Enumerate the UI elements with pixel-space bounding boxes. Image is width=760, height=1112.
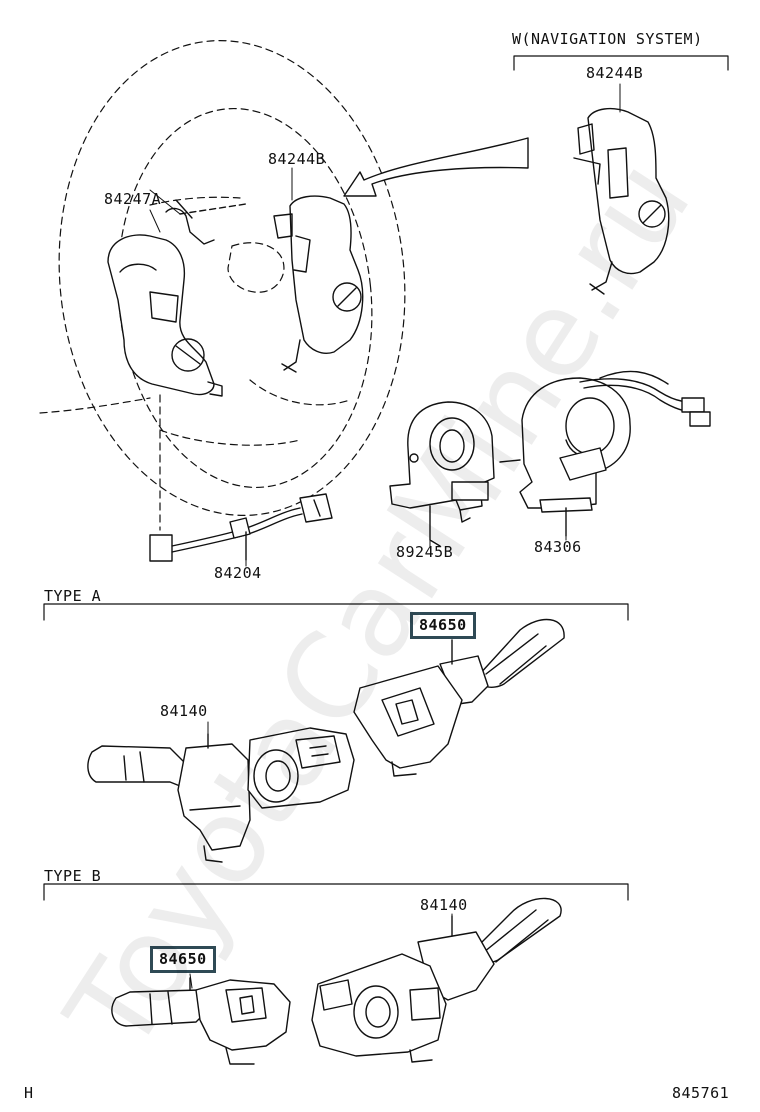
part-label-84204: 84204 — [214, 564, 262, 582]
type-b-84140-switch — [311, 897, 562, 1063]
leader-lines — [149, 83, 621, 989]
part-label-84244b: 84244B — [268, 150, 326, 168]
type-b-84650-switch — [111, 977, 291, 1065]
wire-harness — [149, 493, 333, 562]
type-a-84140-label: 84140 — [160, 702, 208, 720]
type-b-label: TYPE B — [44, 867, 102, 885]
part-label-89245b: 89245B — [396, 543, 454, 561]
type-b-84140-label: 84140 — [420, 896, 468, 914]
nav-steering-switch — [513, 55, 729, 295]
type-a-84650-switch — [353, 618, 565, 777]
part-label-84306: 84306 — [534, 538, 582, 556]
navigation-variant-label: W(NAVIGATION SYSTEM) — [512, 30, 703, 48]
type-a-bracket — [43, 603, 629, 621]
clock-spring — [389, 401, 495, 547]
callout-arrow — [343, 137, 529, 197]
type-a-84140-switch — [87, 727, 355, 863]
right-steering-switch — [273, 195, 364, 373]
type-a-84650-highlight-label[interactable]: 84650 — [410, 612, 476, 639]
diagram-number: 845761 — [672, 1084, 730, 1102]
part-label-84244b-nav: 84244B — [586, 64, 644, 82]
footer-mark: H — [24, 1084, 34, 1102]
part-label-84247a: 84247A — [104, 190, 162, 208]
type-b-84650-highlight-label[interactable]: 84650 — [150, 946, 216, 973]
type-b-bracket — [43, 883, 629, 901]
type-a-label: TYPE A — [44, 587, 102, 605]
spiral-cable — [499, 370, 711, 537]
left-steering-switch — [107, 189, 247, 397]
steering-wheel-outline — [39, 40, 406, 531]
